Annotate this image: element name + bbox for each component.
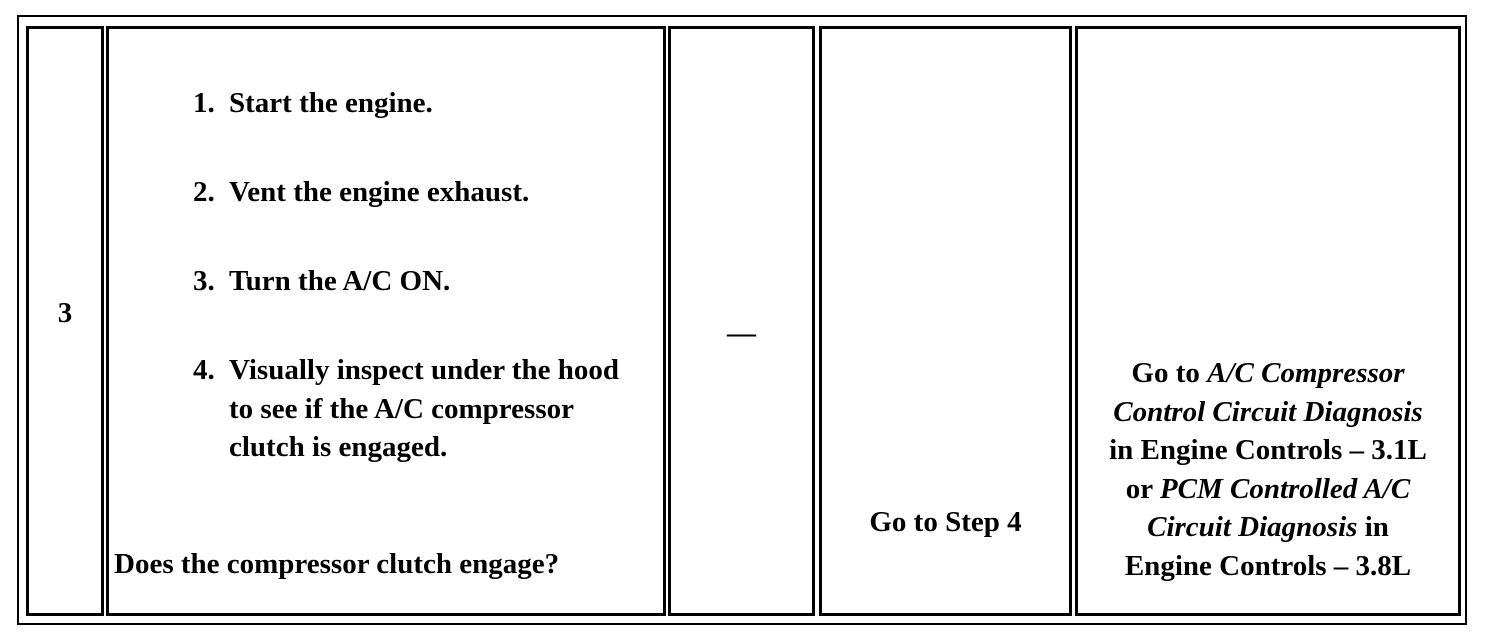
no-link-title: A/C Compressor [1207,357,1405,389]
no-result-text: Go to A/C Compressor Control Circuit Dia… [1078,354,1458,585]
no-text-plain: or [1125,472,1160,505]
no-text-plain: Go to [1131,357,1208,389]
step-number: 3 [57,297,73,329]
action-item-text: Turn the A/C ON. [229,265,451,297]
no-cell: Go to A/C Compressor Control Circuit Dia… [1075,26,1461,616]
no-line: Circuit Diagnosis in [1078,508,1458,547]
no-link-title: Control Circuit Diagnosis [1113,395,1423,428]
no-line: Control Circuit Diagnosis [1078,393,1458,432]
action-item-text: Visually inspect under the hood to see i… [229,354,619,463]
action-cell: 1. Start the engine. 2. Vent the engine … [106,26,666,616]
no-text-plain: in Engine Controls – 3.1L [1109,434,1427,466]
action-item-number: 2. [193,176,215,208]
no-text-plain: in [1357,511,1389,543]
action-item-number: 1. [193,87,215,119]
no-text-plain: Engine Controls – 3.8L [1124,549,1412,582]
no-link-title: PCM Controlled A/C [1159,472,1411,505]
step-cell: 3 [26,26,104,616]
yes-cell: Go to Step 4 [819,26,1072,616]
action-question: Does the compressor clutch engage? [114,548,560,580]
no-line: or PCM Controlled A/C [1078,470,1458,509]
no-link-title: Circuit Diagnosis [1147,511,1358,543]
action-item-text: Start the engine. [229,87,433,119]
no-line: in Engine Controls – 3.1L [1078,431,1458,470]
yes-result-text: Go to Step 4 [869,506,1022,538]
action-item-text: Vent the engine exhaust. [229,176,530,208]
no-line: Engine Controls – 3.8L [1078,547,1458,586]
action-item-number: 4. [193,354,215,386]
diagnostic-table: 3 1. Start the engine. 2. Vent the engin… [17,15,1467,625]
action-item-number: 3. [193,265,215,297]
no-line: Go to A/C Compressor [1078,354,1458,393]
value-text: — [727,317,756,349]
value-cell: — [668,26,815,616]
